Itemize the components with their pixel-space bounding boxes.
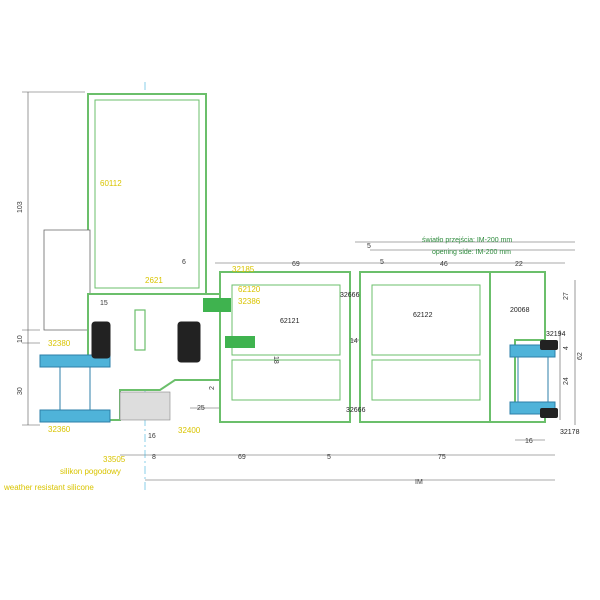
dim-69-top: 69 bbox=[292, 261, 300, 268]
dim-25: 25 bbox=[197, 405, 205, 412]
dim-46: 46 bbox=[440, 261, 448, 268]
label-32360: 32360 bbox=[48, 425, 71, 434]
note-opening-side: opening side: IM-200 mm bbox=[432, 249, 511, 256]
dim-24: 24 bbox=[563, 377, 570, 385]
label-32666-top: 32666 bbox=[340, 292, 360, 299]
gasket-center bbox=[177, 321, 201, 363]
screw-lower bbox=[225, 336, 255, 348]
label-32386: 32386 bbox=[238, 297, 261, 306]
dim-16-b: 16 bbox=[525, 438, 533, 445]
note-silicone-en: weather resistant silicone bbox=[3, 483, 94, 492]
label-62121: 62121 bbox=[280, 318, 300, 325]
label-2621: 2621 bbox=[145, 276, 163, 285]
dim-2: 2 bbox=[209, 386, 216, 390]
label-62120: 62120 bbox=[238, 285, 261, 294]
glazing-right bbox=[509, 340, 558, 418]
fixings bbox=[134, 298, 255, 351]
glazing-left bbox=[39, 321, 201, 423]
dim-103: 103 bbox=[17, 201, 24, 213]
dim-6: 6 bbox=[182, 259, 186, 266]
gasket-right-top bbox=[540, 340, 558, 350]
label-32666-bottom: 32666 bbox=[346, 407, 366, 414]
dimension-texts: 103 10 30 15 6 69 5 5 46 22 27 62 24 4 1… bbox=[17, 201, 584, 486]
label-32185: 32185 bbox=[232, 265, 255, 274]
dim-27: 27 bbox=[563, 292, 570, 300]
label-33505: 33505 bbox=[103, 455, 126, 464]
dim-16-a: 16 bbox=[148, 433, 156, 440]
dim-4: 4 bbox=[563, 346, 570, 350]
dim-75: 75 bbox=[438, 454, 446, 461]
label-32194: 32194 bbox=[546, 331, 566, 338]
gasket-right-bottom bbox=[540, 408, 558, 418]
dim-10: 10 bbox=[17, 335, 24, 343]
wall-edge bbox=[43, 229, 91, 331]
dim-5-b: 5 bbox=[380, 259, 384, 266]
dim-15: 15 bbox=[100, 300, 108, 307]
dim-30: 30 bbox=[17, 387, 24, 395]
profile-60112: 60112 bbox=[87, 93, 207, 295]
dim-im: IM bbox=[415, 479, 423, 486]
label-20068: 20068 bbox=[510, 307, 530, 314]
label-32178: 32178 bbox=[560, 429, 580, 436]
label-60112: 60112 bbox=[100, 179, 122, 188]
dim-14: 14 bbox=[350, 338, 358, 345]
pin-2621 bbox=[134, 309, 146, 351]
label-32380: 32380 bbox=[48, 339, 71, 348]
sealant-block bbox=[119, 391, 171, 421]
screw-upper bbox=[203, 298, 231, 312]
note-clear-opening: światło przejścia: IM-200 mm bbox=[422, 237, 512, 244]
dim-62: 62 bbox=[577, 352, 584, 360]
label-62122: 62122 bbox=[413, 312, 433, 319]
dim-8: 8 bbox=[152, 454, 156, 461]
part-labels: 32185 62120 32386 32380 32360 32400 3350… bbox=[48, 265, 580, 464]
dim-5-a: 5 bbox=[367, 243, 371, 250]
notes: światło przejścia: IM-200 mm opening sid… bbox=[3, 237, 512, 492]
dim-69-bottom: 69 bbox=[238, 454, 246, 461]
dim-5-c: 5 bbox=[327, 454, 331, 461]
note-silicone-pl: silikon pogodowy bbox=[60, 467, 121, 476]
dim-18-v: 18 bbox=[272, 356, 279, 364]
dim-22: 22 bbox=[515, 261, 523, 268]
profile-62122: 62122 bbox=[359, 271, 491, 423]
label-32400: 32400 bbox=[178, 426, 201, 435]
gasket-left-top bbox=[91, 321, 111, 359]
